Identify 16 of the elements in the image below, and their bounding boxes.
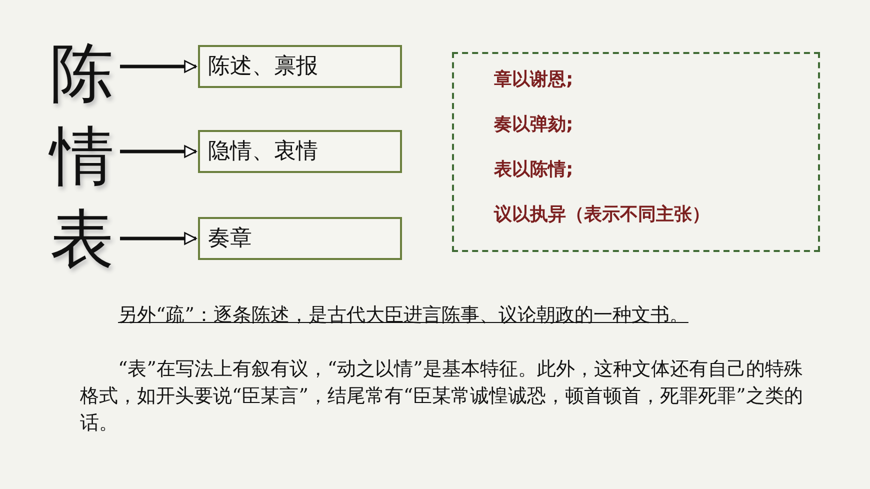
text-box: 奏章	[198, 217, 402, 260]
paragraph: “表”在写法上有叙有议，“动之以情”是基本特征。此外，这种文体还有自己的特殊格式，如开头要说“臣某言”，结尾常有“臣某常诚惶诚恐，顿首顿首，死罪死罪”之类的话。	[80, 357, 804, 436]
paragraph: 另外“疏”：逐条陈述，是古代大臣进言陈事、议论朝政的一种文书。	[117, 303, 690, 328]
large-character: 情	[50, 125, 120, 195]
text-box: 陈述、禀报	[198, 45, 402, 88]
dashed-note-box	[452, 52, 820, 252]
large-character: 陈	[50, 42, 120, 112]
arrow	[120, 145, 197, 158]
note-line: 议以执异（表示不同主张）	[494, 203, 710, 227]
note-line: 章以谢恩;	[494, 68, 574, 92]
arrow	[120, 232, 197, 245]
large-character: 表	[50, 208, 120, 278]
note-line: 奏以弹劾;	[494, 113, 574, 137]
arrow	[120, 60, 197, 73]
text-box: 隐情、衷情	[198, 130, 402, 173]
note-line: 表以陈情;	[494, 158, 574, 182]
